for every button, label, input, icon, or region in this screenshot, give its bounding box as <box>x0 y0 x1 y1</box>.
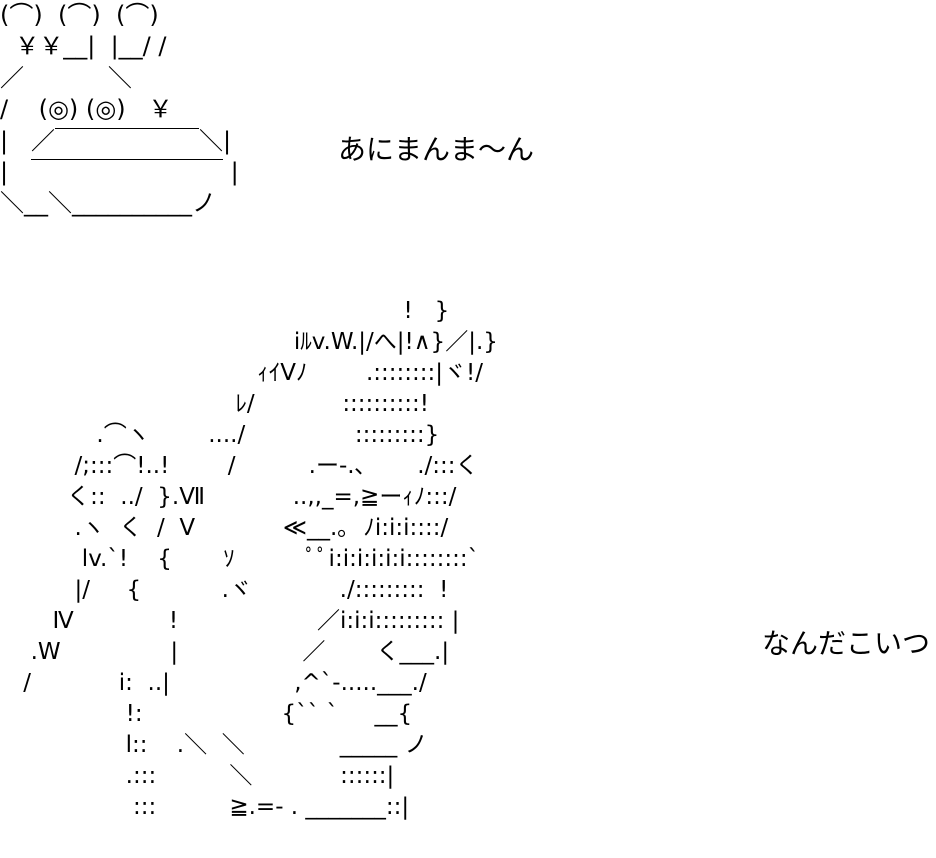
ascii-art-line: !: {`` ` __{ <box>16 701 413 727</box>
ascii-art-line: ::: ≧.=- . _______::| <box>16 794 410 820</box>
ascii-art-line: Ⅳ ! ／i:i:i::::::::: | <box>16 608 460 634</box>
ascii-art-bottom-scene: ! } iﾙv.W.|/へ|!∧}／|.} ｨｲVﾉ .::::::::|ヾ!/… <box>16 296 498 823</box>
caption-top: あにまんま～ん <box>338 133 535 166</box>
ascii-art-line: く:: ../ }.Ⅶ ..,,_=,≧ーｨﾉ:::/ <box>16 484 457 510</box>
ascii-art-line: .::: ＼ ::::::| <box>16 763 395 789</box>
ascii-art-line: | ￣￣￣￣￣￣￣￣ | <box>0 158 239 187</box>
ascii-art-line: / (◎) (◎) ￥ <box>0 95 173 124</box>
ascii-art-line: /;:::⌒!..! / .ー-.､ ./:::く <box>16 453 479 479</box>
ascii-art-line: |/ { .ヾ ./::::::::: ! <box>16 577 449 603</box>
ascii-art-line: ｨｲVﾉ .::::::::|ヾ!/ <box>16 360 484 386</box>
ascii-art-line: .⌒ヽ ..../ :::::::::} <box>16 422 440 448</box>
ascii-art-line: .W | ／ く___.| <box>16 639 450 665</box>
ascii-art-line: | ／￣￣￣￣￣￣＼| <box>0 126 232 155</box>
ascii-art-line: ￥￥__| |__/ / <box>0 32 167 61</box>
ascii-art-line: (⌒) (⌒) (⌒) <box>0 1 159 29</box>
ascii-art-line: ﾚ/ ::::::::::! <box>16 391 430 417</box>
ascii-art-line: iﾙv.W.|/へ|!∧}／|.} <box>16 329 498 355</box>
ascii-art-top-character: (⌒) (⌒) (⌒) ￥￥__| |__/ / ／ ＼ / (◎) (◎) ￥… <box>0 0 239 220</box>
ascii-art-line: l:: .＼ ＼ _____ ノ <box>16 732 428 758</box>
caption-bottom: なんだこいつ <box>762 627 931 660</box>
ascii-art-line: / i: ..| ,^`-.....___./ <box>16 670 427 696</box>
ascii-art-line: .ヽ く / V ≪__.｡ ﾉi:i:i::::/ <box>16 515 449 541</box>
ascii-art-line: ! } <box>16 298 450 324</box>
ascii-art-line: ＼__＼__________ノ <box>0 189 216 218</box>
ascii-art-line: lv.`! { ｿ ﾟﾟi:i:i:i:i:i::::::::` <box>16 546 480 572</box>
ascii-art-line: ／ ＼ <box>0 63 132 92</box>
